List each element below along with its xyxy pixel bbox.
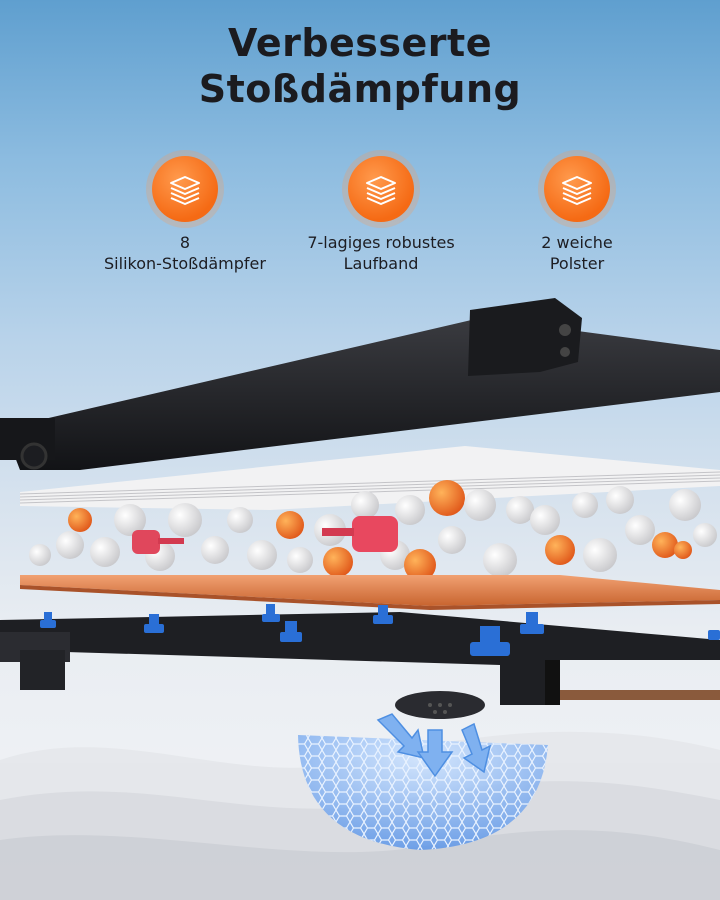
silicone-bumper bbox=[40, 612, 56, 628]
feature-line-2: Silikon-Stoßdämpfer bbox=[104, 254, 266, 273]
arrow-down-icon bbox=[376, 713, 492, 778]
feature-silicone-dampers: 8 Silikon-Stoßdämpfer bbox=[65, 156, 305, 274]
silicone-bumper bbox=[373, 605, 393, 624]
layers-icon bbox=[544, 156, 610, 222]
soft-pad bbox=[395, 691, 485, 719]
treadmill-top-plate bbox=[0, 298, 720, 470]
layers-icon bbox=[152, 156, 218, 222]
feature-line-2: Laufband bbox=[343, 254, 419, 273]
feature-seven-layer-belt: 7-lagiges robustes Laufband bbox=[261, 156, 501, 274]
silicone-bumpers bbox=[40, 604, 720, 656]
title-line-1: Verbesserte bbox=[227, 21, 492, 65]
title-line-2: Stoßdämpfung bbox=[198, 67, 522, 111]
cushion-paddle bbox=[132, 530, 184, 554]
feature-label: 7-lagiges robustes Laufband bbox=[261, 232, 501, 274]
feature-soft-pads: 2 weiche Polster bbox=[457, 156, 697, 274]
feature-line-1: 8 bbox=[179, 233, 191, 252]
layers-icon bbox=[348, 156, 414, 222]
silicone-bumper bbox=[708, 630, 720, 640]
silicone-bumper bbox=[280, 621, 302, 642]
feature-line-1: 2 weiche bbox=[541, 233, 613, 252]
page-title: Verbesserte Stoßdämpfung bbox=[0, 20, 720, 112]
silicone-bumper bbox=[470, 626, 510, 656]
feature-line-2: Polster bbox=[549, 254, 605, 273]
silicone-bumper bbox=[520, 612, 544, 634]
treadmill-frame bbox=[0, 612, 720, 705]
cushion-paddle bbox=[322, 516, 398, 552]
cushion-balls bbox=[29, 480, 717, 581]
feature-line-1: 7-lagiges robustes bbox=[307, 233, 455, 252]
feature-label: 2 weiche Polster bbox=[457, 232, 697, 274]
silicone-bumper bbox=[262, 604, 280, 622]
silicone-bumper bbox=[144, 614, 164, 633]
running-board bbox=[20, 575, 720, 610]
feature-label: 8 Silikon-Stoßdämpfer bbox=[65, 232, 305, 274]
